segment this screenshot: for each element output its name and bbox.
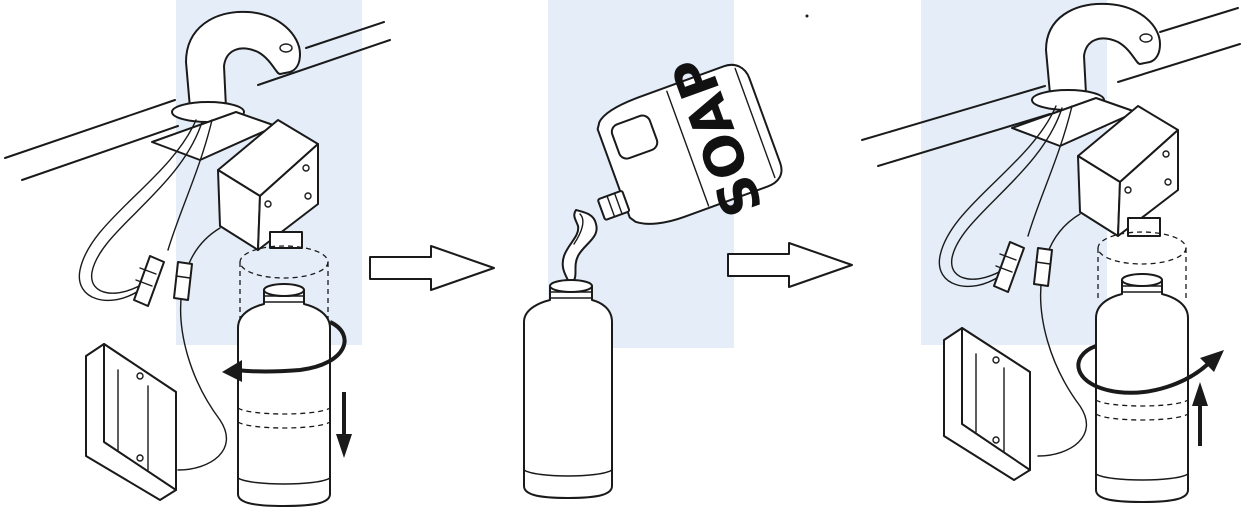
step3-reinstall-bottle (862, 4, 1240, 502)
dot-mark (806, 15, 809, 18)
cable-connector (134, 256, 192, 306)
refill-bottle (524, 280, 612, 498)
arrow-right (370, 246, 494, 290)
soap-bottle (1096, 274, 1188, 502)
battery-box (86, 344, 176, 500)
up-arrow (1192, 382, 1208, 446)
soap-bottle (238, 284, 330, 506)
arrow-right (728, 243, 852, 287)
down-arrow (336, 392, 352, 458)
pump-stem (270, 232, 302, 248)
battery-box (944, 328, 1030, 480)
